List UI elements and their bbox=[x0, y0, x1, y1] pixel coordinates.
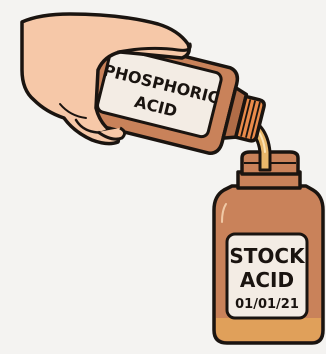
stock-label-line1: STOCK bbox=[229, 244, 306, 268]
stock-label-date: 01/01/21 bbox=[235, 297, 299, 312]
phosphoric-acid-bottle: PHOSPHORIC ACID bbox=[80, 36, 266, 155]
stock-label-line2: ACID bbox=[240, 268, 294, 292]
stock-acid-bottle: STOCK ACID 01/01/21 bbox=[212, 150, 325, 345]
phosphoric-bottle-label bbox=[96, 46, 223, 139]
hand-finger bbox=[97, 126, 127, 141]
hand-palm bbox=[20, 12, 191, 146]
hand bbox=[20, 12, 192, 146]
stock-bottle-label bbox=[225, 232, 309, 320]
stock-bottle-liquid-band bbox=[216, 318, 321, 341]
